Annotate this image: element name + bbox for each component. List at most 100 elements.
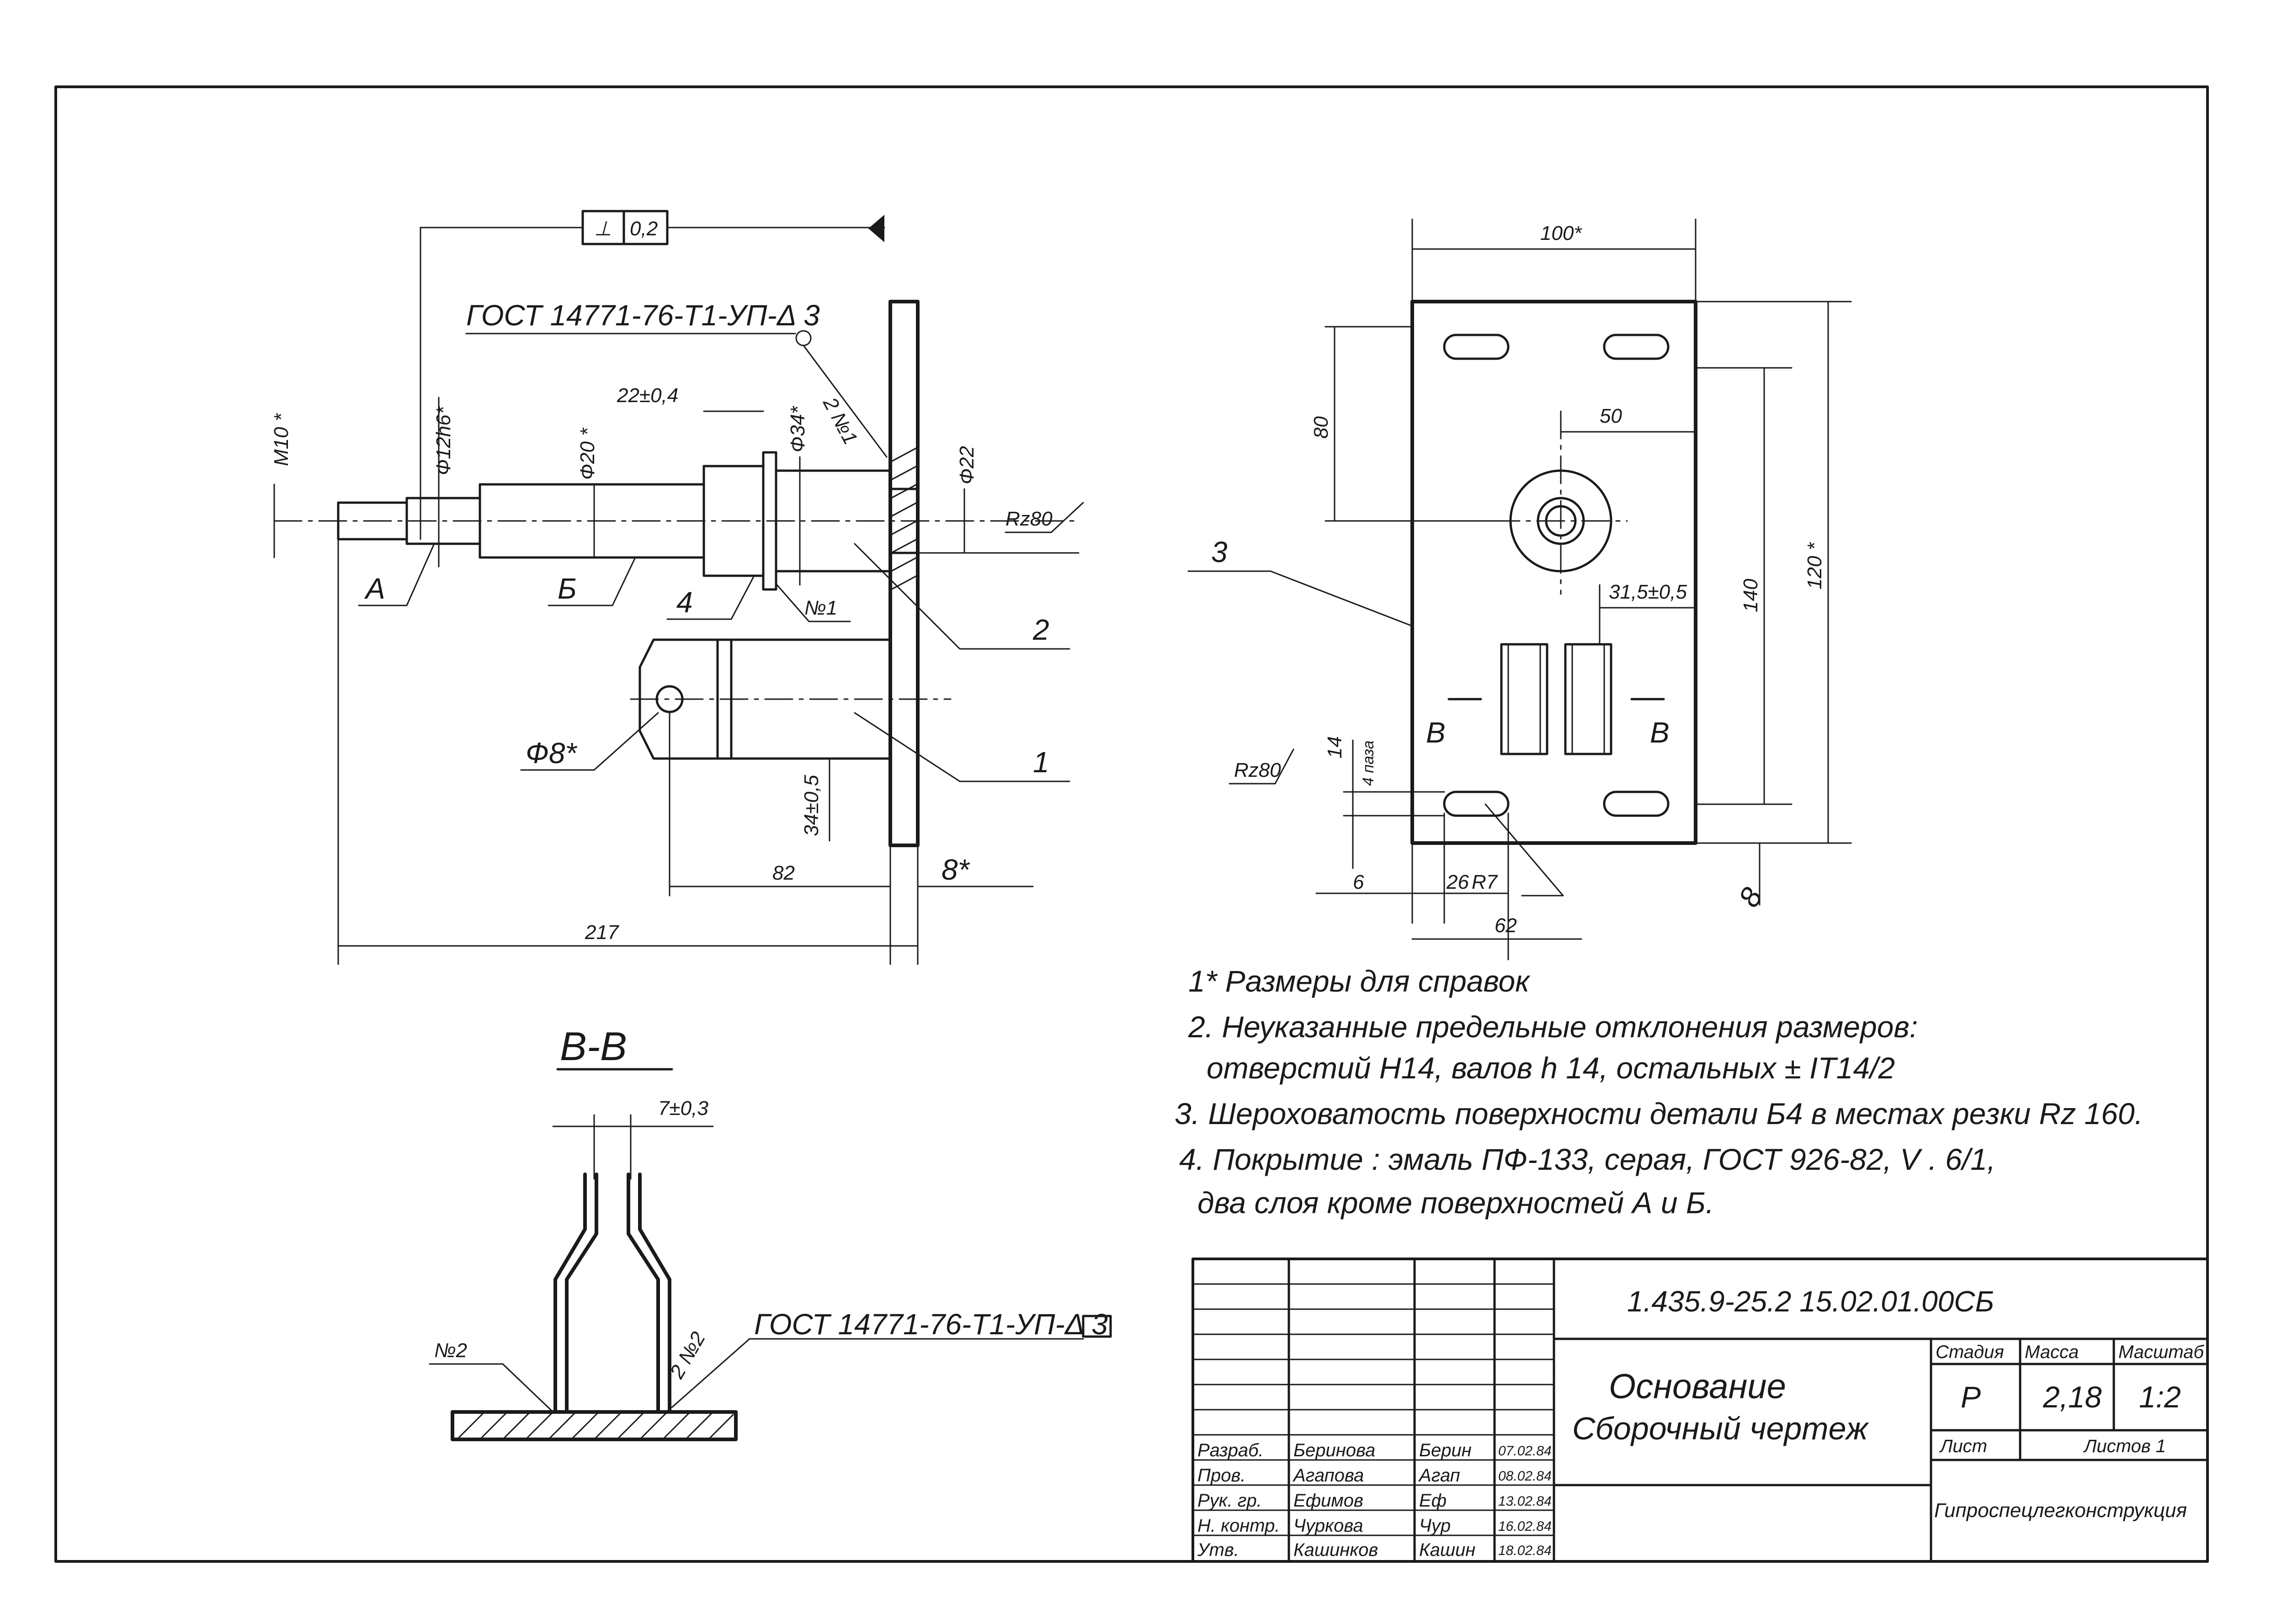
rz-left: Rz80 (1234, 759, 1281, 781)
base-plate (888, 300, 920, 847)
plate-hatch (891, 447, 917, 590)
pos-3: 3 (1211, 536, 1228, 568)
dim-14: 14 (1324, 736, 1346, 759)
mass-value: 2,18 (2043, 1380, 2102, 1414)
title-block: 1.435.9-25.2 15.02.01.00СБ Основание Сбо… (1192, 1258, 2209, 1563)
date-norm: 16.02.84 (1498, 1519, 1552, 1534)
drawing-type: Сборочный чертеж (1572, 1411, 1869, 1446)
dim-62: 62 (1495, 914, 1517, 937)
date-developer: 07.02.84 (1498, 1444, 1552, 1459)
dim-d22: Ф22 (956, 446, 978, 484)
note-2b: отверстий Н14, валов h 14, остальных ± I… (1207, 1051, 1895, 1085)
pos-1: 1 (1033, 746, 1049, 779)
scale-value: 1:2 (2139, 1380, 2181, 1414)
role-checker: Пров. (1197, 1465, 1245, 1486)
section-mark-right: В (1650, 716, 1670, 749)
name-developer: Беринова (1293, 1440, 1375, 1460)
name-checker: Агапова (1293, 1465, 1364, 1486)
dim-26: 26 (1446, 871, 1469, 893)
stage-value: Р (1961, 1380, 1981, 1414)
section-profile (553, 1173, 671, 1414)
dim-50: 50 (1600, 405, 1622, 427)
lug-left-plan (1500, 643, 1548, 755)
dim-120: 120 * (1803, 541, 1826, 589)
role-approve: Утв. (1197, 1540, 1239, 1560)
plate-outline (1410, 300, 1697, 845)
designation: 1.435.9-25.2 15.02.01.00СБ (1627, 1285, 1994, 1318)
dim-6: 6 (1353, 871, 1364, 893)
col-mass: Масса (2025, 1342, 2079, 1362)
date-lead: 13.02.84 (1498, 1494, 1552, 1509)
weld-seam-1: 2 №1 (819, 393, 862, 448)
pos-2: 2 (1032, 613, 1049, 646)
slot-bottom-right (1603, 791, 1670, 817)
note-4b: два слоя кроме поверхностей А и Б. (1197, 1186, 1714, 1220)
role-developer: Разраб. (1197, 1440, 1264, 1460)
note-1: 1* Размеры для справок (1188, 964, 1531, 998)
sign-developer: Берин (1419, 1440, 1472, 1460)
dim-4paza: 4 паза (1360, 740, 1377, 786)
date-approve: 18.02.84 (1498, 1543, 1552, 1558)
date-checker: 08.02.84 (1498, 1469, 1552, 1484)
col-stage: Стадия (1936, 1342, 2004, 1362)
perp-tolerance: 0,2 (630, 218, 658, 240)
seam-n1: №1 (804, 597, 837, 619)
pos-b: Б (558, 572, 577, 605)
dim-8b: 8 (1732, 882, 1769, 913)
sign-approve: Кашин (1419, 1540, 1475, 1560)
col-scale: Масштаб (2118, 1342, 2204, 1362)
slot-top-left (1443, 334, 1510, 360)
role-lead: Рук. гр. (1197, 1491, 1262, 1511)
dim-100: 100* (1540, 222, 1582, 244)
dim-r7: R7 (1472, 871, 1498, 893)
section-view: В-В 7±0,3 №2 2 №2 ГОСТ 14771-76-Т1-УП-Δ … (429, 1024, 1112, 1441)
dim-8: 8* (942, 853, 970, 886)
sign-lead: Еф (1419, 1491, 1447, 1511)
sheets-label: Листов 1 (2083, 1436, 2166, 1456)
pos-4: 4 (676, 586, 693, 619)
dim-7: 7±0,3 (658, 1097, 708, 1120)
dim-140: 140 (1739, 578, 1762, 612)
dim-d8: Ф8* (526, 737, 577, 770)
dim-m10: М10 * (270, 413, 293, 466)
note-3: 3. Шероховатость поверхности детали Б4 в… (1175, 1097, 2143, 1130)
dim-80: 80 (1310, 416, 1332, 439)
perp-symbol: ⊥ (594, 218, 612, 240)
section-title: В-В (560, 1024, 627, 1069)
dim-d34: Ф34* (787, 405, 809, 452)
dim-d20: Ф20 * (576, 427, 599, 480)
pos-a: А (364, 572, 385, 605)
note-4: 4. Покрытие : эмаль ПФ-133, серая, ГОСТ … (1179, 1142, 1995, 1176)
notes: 1* Размеры для справок 2. Неуказанные пр… (1175, 964, 2143, 1220)
dim-d12: Ф12h6* (432, 406, 455, 475)
name-lead: Ефимов (1293, 1491, 1363, 1511)
sheet-label: Лист (1939, 1436, 1987, 1456)
sheet-frame (54, 85, 2209, 1563)
slot-bottom-left (1443, 791, 1510, 817)
slot-top-right (1603, 334, 1670, 360)
section-mark-left: В (1426, 716, 1446, 749)
seam-n2-right: 2 №2 (665, 1328, 710, 1383)
part-name: Основание (1609, 1367, 1786, 1406)
rz-top: Rz80 (1005, 508, 1053, 530)
seam-n2-left: №2 (434, 1339, 467, 1362)
sign-norm: Чур (1419, 1516, 1451, 1536)
dim-31-5: 31,5±0,5 (1609, 581, 1687, 603)
plan-view: В В 100* 80 50 3 31,5±0,5 140 120 * 8 Rz… (1187, 218, 1852, 961)
sign-checker: Агап (1418, 1465, 1460, 1486)
dim-34: 34±0,5 (800, 775, 823, 836)
weld-standard-2: ГОСТ 14771-76-Т1-УП-Δ 3 (754, 1308, 1108, 1341)
dim-22: 22±0,4 (617, 384, 678, 407)
datum-triangle (868, 215, 884, 242)
name-norm: Чуркова (1293, 1516, 1363, 1536)
dim-82: 82 (772, 862, 795, 884)
note-2: 2. Неуказанные предельные отклонения раз… (1188, 1010, 1918, 1044)
front-view: ⊥ 0,2 ГОСТ 14771-76-Т1-УП-Δ 3 2 №1 М10 *… (270, 210, 1084, 965)
name-approve: Кашинков (1293, 1540, 1378, 1560)
role-norm: Н. контр. (1197, 1516, 1280, 1536)
section-base-hatch (456, 1411, 734, 1440)
organization: Гипроспецлегконструкция (1934, 1499, 2187, 1522)
dim-217: 217 (585, 921, 619, 944)
weld-standard-1: ГОСТ 14771-76-Т1-УП-Δ 3 (466, 299, 820, 332)
